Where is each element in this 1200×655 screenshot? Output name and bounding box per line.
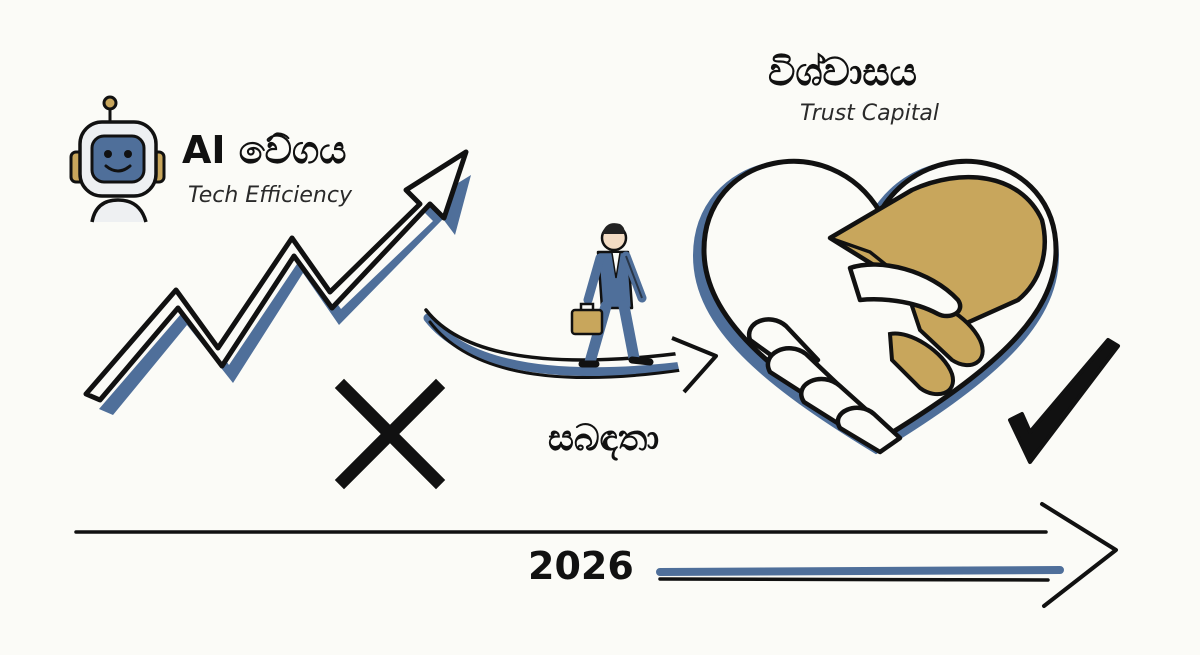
- trust-title: විශ්වාසය: [768, 50, 917, 94]
- robot-icon: [69, 95, 166, 223]
- trust-capital-subtitle: Trust Capital: [800, 101, 939, 126]
- relationships-label: සබඳතා: [548, 418, 660, 459]
- timeline-arrow-icon: [74, 502, 1118, 608]
- walking-businessman-icon: [570, 223, 654, 368]
- check-mark-icon: [1008, 338, 1120, 464]
- timeline-year-label: 2026: [528, 544, 634, 588]
- cross-mark-icon: [334, 378, 446, 490]
- ai-speed-title: AI වේගය: [182, 128, 347, 172]
- tech-efficiency-subtitle: Tech Efficiency: [188, 183, 352, 208]
- handshake-heart-icon: [692, 159, 1060, 455]
- growth-arrow-icon: [83, 149, 471, 415]
